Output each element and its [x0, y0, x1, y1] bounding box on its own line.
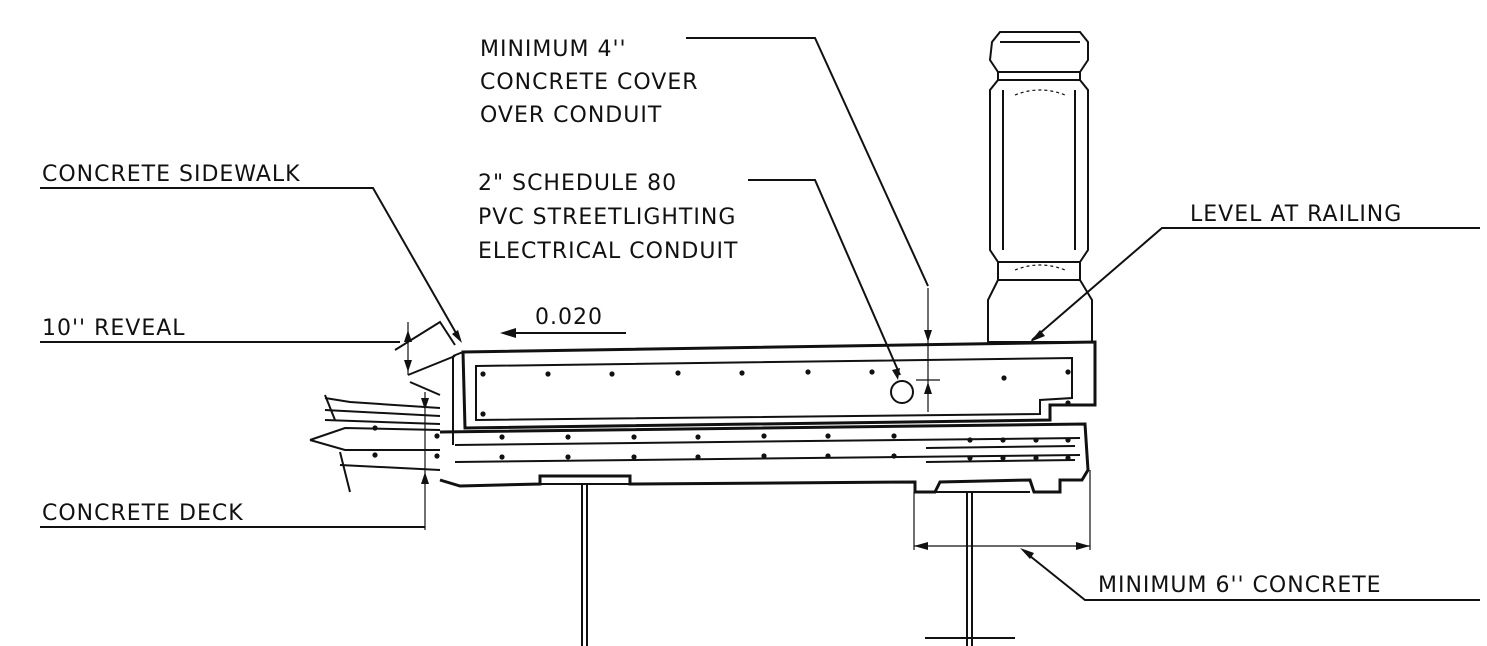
reveal-dimension [394, 320, 456, 396]
conduit-label-line-1: 2" SCHEDULE 80 [478, 171, 677, 196]
conduit-label-line-2: PVC STREETLIGHTING [478, 205, 736, 230]
conduit [890, 288, 940, 412]
deck-label: CONCRETE DECK [42, 501, 244, 526]
railing-post [987, 31, 1093, 343]
six-inch-dimension [913, 470, 1091, 550]
slope-arrow [500, 328, 626, 338]
slope-label: 0.020 [535, 305, 603, 330]
min-cover-label-line-2: CONCRETE COVER [480, 70, 699, 95]
min-concrete-label: MINIMUM 6'' CONCRETE [1098, 573, 1382, 598]
deck-rebar [372, 425, 1071, 461]
sidewalk-rebar [480, 369, 1071, 417]
leader-lines [40, 37, 1480, 601]
conduit-label-line-3: ELECTRICAL CONDUIT [478, 239, 738, 264]
sidewalk-label: CONCRETE SIDEWALK [42, 162, 301, 187]
deck-break-lines [309, 394, 441, 493]
min-cover-label-line-3: OVER CONDUIT [480, 103, 662, 128]
min-cover-label-line-1: MINIMUM 4'' [480, 37, 627, 62]
girders [539, 475, 1030, 646]
deck-dimension [421, 392, 429, 530]
level-railing-label: LEVEL AT RAILING [1190, 202, 1402, 227]
reveal-label: 10'' REVEAL [42, 316, 186, 341]
